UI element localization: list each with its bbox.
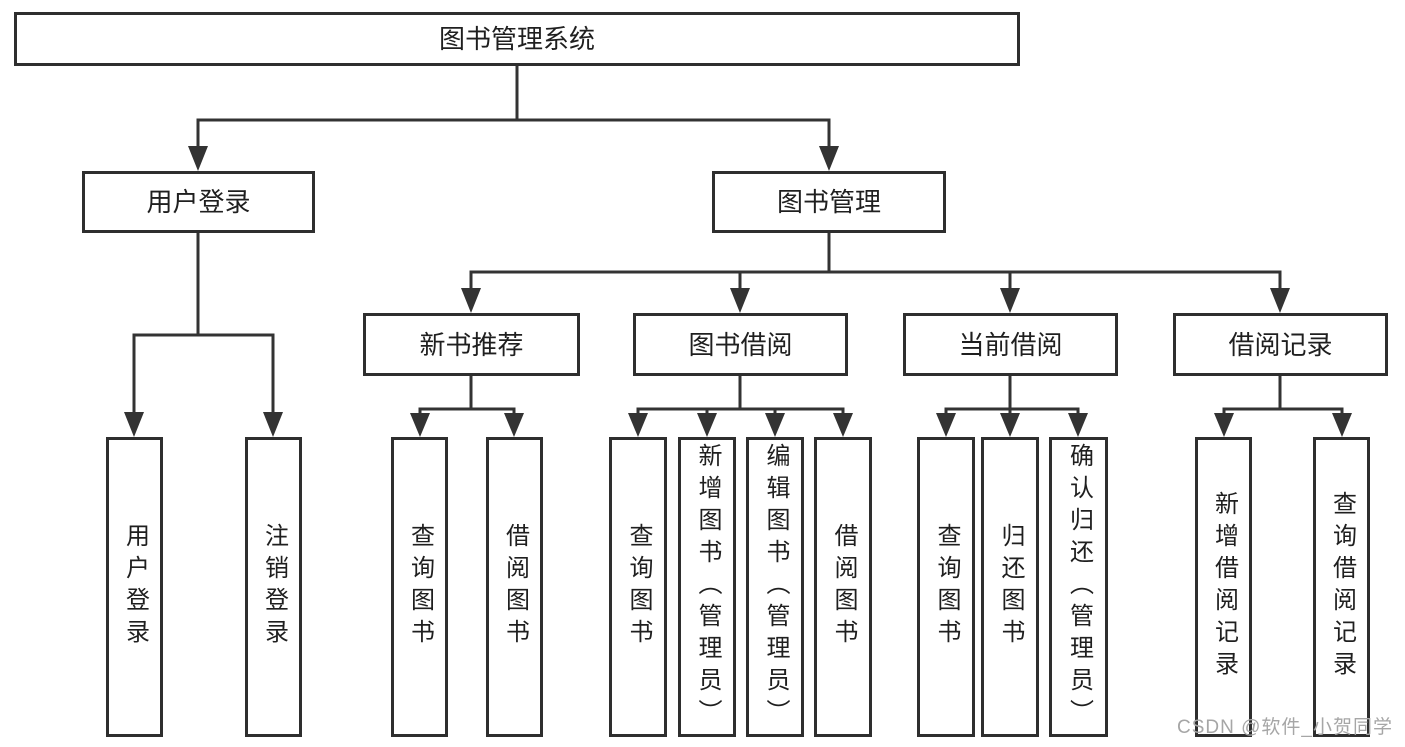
leaf-query-books-current: 查询图书: [917, 437, 975, 737]
leaf-edit-books-admin: 编辑图书（管理员）: [746, 437, 804, 737]
leaf-logout-action: 注销登录: [245, 437, 302, 737]
leaf-label: 查询图书: [406, 523, 434, 651]
leaf-label: 新增借阅记录: [1210, 491, 1238, 683]
node-label: 新书推荐: [419, 329, 524, 360]
node-label: 图书借阅: [688, 329, 793, 360]
node-borrow-records: 借阅记录: [1173, 313, 1388, 376]
leaf-add-borrow-record: 新增借阅记录: [1195, 437, 1252, 737]
node-root-library-system: 图书管理系统: [14, 12, 1020, 66]
node-book-borrow: 图书借阅: [633, 313, 848, 376]
leaf-label: 借阅图书: [830, 523, 857, 651]
leaf-add-books-admin: 新增图书（管理员）: [678, 437, 736, 737]
leaf-query-books-recommend: 查询图书: [391, 437, 448, 737]
leaf-borrow-books-recommend: 借阅图书: [486, 437, 543, 737]
leaf-label: 用户登录: [121, 523, 149, 651]
node-user-login: 用户登录: [82, 171, 315, 233]
leaf-return-books: 归还图书: [981, 437, 1039, 737]
leaf-label: 借阅图书: [501, 523, 529, 651]
leaf-label: 确认归还（管理员）: [1065, 443, 1093, 731]
leaf-user-login-action: 用户登录: [106, 437, 163, 737]
leaf-label: 查询图书: [933, 523, 960, 651]
leaf-label: 查询图书: [625, 523, 652, 651]
node-book-management: 图书管理: [712, 171, 946, 233]
csdn-watermark: CSDN @软件_小贺同学: [1177, 717, 1393, 738]
leaf-label: 归还图书: [997, 523, 1024, 651]
node-label: 用户登录: [146, 187, 251, 217]
leaf-query-borrow-record: 查询借阅记录: [1313, 437, 1370, 737]
node-label: 图书管理: [776, 187, 881, 217]
leaf-confirm-return-admin: 确认归还（管理员）: [1049, 437, 1108, 737]
leaf-label: 注销登录: [260, 523, 288, 651]
node-label: 当前借阅: [958, 329, 1063, 360]
leaf-label: 查询借阅记录: [1328, 491, 1356, 683]
node-new-book-recommend: 新书推荐: [363, 313, 580, 376]
node-label: 借阅记录: [1228, 329, 1333, 360]
leaf-query-books-borrow: 查询图书: [609, 437, 667, 737]
leaf-label: 编辑图书（管理员）: [762, 443, 789, 731]
node-current-borrow: 当前借阅: [903, 313, 1118, 376]
leaf-label: 新增图书（管理员）: [694, 443, 721, 731]
node-label: 图书管理系统: [438, 24, 595, 54]
leaf-borrow-books: 借阅图书: [814, 437, 872, 737]
